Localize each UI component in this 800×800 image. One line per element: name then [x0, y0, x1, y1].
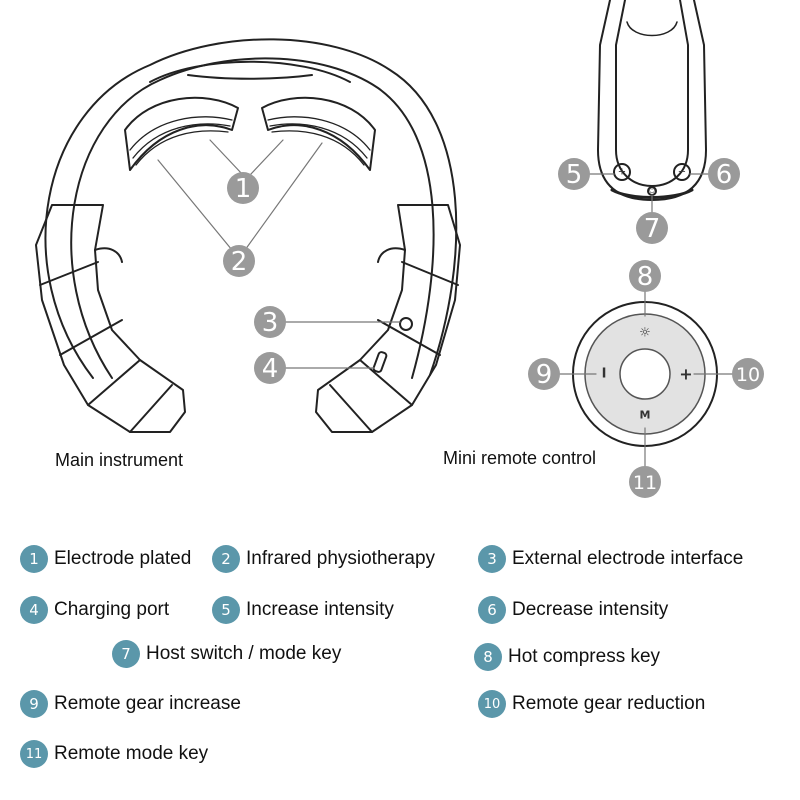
legend-label: Electrode plated	[54, 548, 192, 569]
callout-8: 8	[629, 260, 661, 292]
callout-disc	[732, 358, 764, 390]
callout-4: 4	[254, 352, 286, 384]
legend-badge: 6	[478, 596, 506, 624]
legend-label: Remote gear reduction	[512, 693, 706, 714]
remote-minus-glyph: −	[678, 167, 686, 178]
callout-disc	[254, 306, 286, 338]
callout-disc	[223, 245, 255, 277]
callout-number: 6	[716, 160, 733, 190]
legend-badge: 2	[212, 545, 240, 573]
callout-disc	[629, 466, 661, 498]
legend-badge: 11	[20, 740, 48, 768]
legend-badge: 5	[212, 596, 240, 624]
sun-icon: ☼	[639, 326, 651, 341]
legend-item-10: 10 Remote gear reduction	[478, 690, 705, 718]
legend-badge: 1	[20, 545, 48, 573]
callout-disc	[636, 212, 668, 244]
mode-glyph: M	[640, 409, 651, 422]
legend-item-7: 7 Host switch / mode key	[112, 640, 341, 668]
legend-label: Infrared physiotherapy	[246, 548, 436, 569]
legend-label: External electrode interface	[512, 548, 744, 569]
remote-side-drawing	[597, 0, 707, 201]
legend-label: Remote mode key	[54, 743, 209, 764]
legend-badge: 3	[478, 545, 506, 573]
leader-lines	[157, 139, 736, 469]
legend-item-4: 4 Charging port	[20, 596, 169, 624]
gear-plus-glyph: +	[679, 365, 692, 384]
callout-7: 7	[636, 212, 668, 244]
callout-number: 1	[235, 174, 252, 204]
callout-disc	[528, 358, 560, 390]
main-instrument-drawing	[35, 38, 461, 433]
legend-badge: 8	[474, 643, 502, 671]
main-instrument-caption: Main instrument	[55, 450, 184, 470]
legend-item-3: 3 External electrode interface	[478, 545, 743, 573]
legend-item-8: 8 Hot compress key	[474, 643, 660, 671]
callout-10: 10	[732, 358, 764, 390]
callout-1: 1	[227, 172, 259, 204]
callout-number: 4	[262, 354, 279, 384]
legend-label: Hot compress key	[508, 646, 661, 667]
callout-markers: 1 2 3 4 5 6 7 8 9 10 11	[223, 158, 764, 498]
callout-6: 6	[708, 158, 740, 190]
legend-item-1: 1 Electrode plated	[20, 545, 191, 573]
callout-number: 3	[262, 308, 279, 338]
callout-disc	[254, 352, 286, 384]
legend-label: Remote gear increase	[54, 693, 241, 714]
callout-number: 8	[637, 262, 654, 292]
callout-2: 2	[223, 245, 255, 277]
legend-badge: 4	[20, 596, 48, 624]
remote-plus-glyph: +	[618, 167, 626, 178]
callout-number: 5	[566, 160, 583, 190]
legend-label: Increase intensity	[246, 599, 394, 620]
callout-disc	[708, 158, 740, 190]
callout-11: 11	[629, 466, 661, 498]
callout-number: 10	[736, 364, 760, 386]
legend-badge: 7	[112, 640, 140, 668]
callout-number: 7	[644, 214, 661, 244]
legend-label: Charging port	[54, 599, 170, 620]
product-diagram: + − ⏻ ☼ I + M 1 2 3 4 5 6 7 8 9 10 11	[35, 0, 764, 498]
callout-disc	[227, 172, 259, 204]
callout-3: 3	[254, 306, 286, 338]
legend-label: Decrease intensity	[512, 599, 669, 620]
callout-9: 9	[528, 358, 560, 390]
gear-minus-glyph: I	[602, 367, 607, 382]
callout-5: 5	[558, 158, 590, 190]
legend-item-2: 2 Infrared physiotherapy	[212, 545, 435, 573]
power-icon: ⏻	[649, 187, 655, 195]
legend-badge: 10	[478, 690, 506, 718]
legend-item-6: 6 Decrease intensity	[478, 596, 668, 624]
legend-item-9: 9 Remote gear increase	[20, 690, 241, 718]
legend-item-11: 11 Remote mode key	[20, 740, 208, 768]
callout-number: 2	[231, 247, 248, 277]
callout-number: 9	[536, 360, 553, 390]
legend-badge: 9	[20, 690, 48, 718]
remote-caption: Mini remote control	[443, 448, 597, 468]
callout-disc	[629, 260, 661, 292]
callout-disc	[558, 158, 590, 190]
legend-label: Host switch / mode key	[146, 643, 342, 664]
callout-number: 11	[633, 472, 657, 494]
legend-item-5: 5 Increase intensity	[212, 596, 394, 624]
